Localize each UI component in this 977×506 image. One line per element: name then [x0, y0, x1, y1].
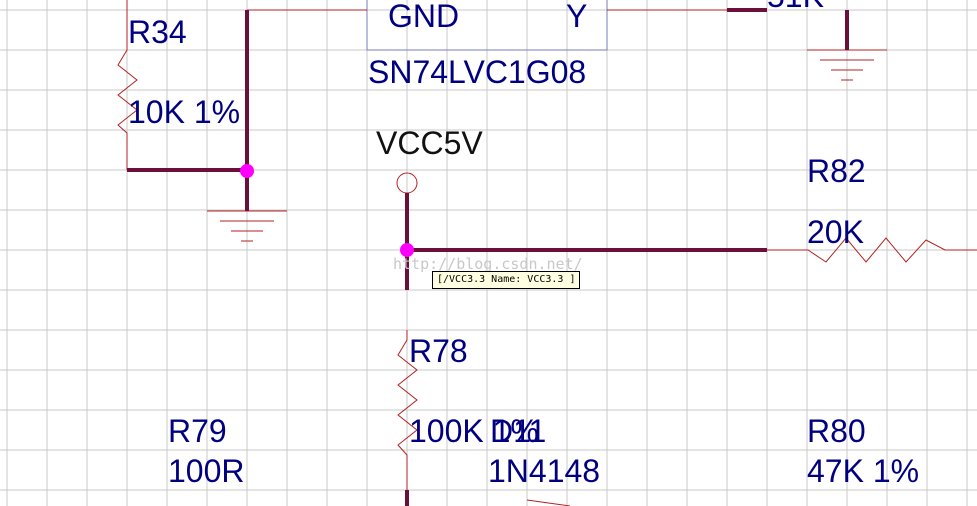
chip-body[interactable]	[366, 0, 608, 51]
r34-value[interactable]: 10K 1%	[128, 94, 241, 130]
chip-part-number[interactable]: SN74LVC1G08	[368, 54, 587, 90]
r78-resistor-symbol[interactable]	[397, 330, 418, 506]
r82-value[interactable]: 20K	[807, 214, 864, 250]
r79-designator[interactable]: R79	[168, 413, 227, 449]
r80-designator[interactable]: R80	[807, 413, 866, 449]
r80-value[interactable]: 47K 1%	[807, 453, 920, 489]
chip-pin-y[interactable]: Y	[566, 0, 588, 34]
junction-dot-vcc[interactable]	[400, 243, 414, 257]
diode-symbol-edge	[526, 499, 571, 506]
vcc5v-net-label[interactable]: VCC5V	[376, 125, 483, 161]
r78-value[interactable]: 100K 1%	[409, 413, 539, 449]
r82-designator[interactable]: R82	[807, 153, 866, 189]
chip-pin-gnd[interactable]: GND	[388, 0, 460, 34]
r34-resistor-symbol[interactable]	[117, 0, 138, 170]
d11-part-number[interactable]: 1N4148	[488, 453, 601, 489]
r78-designator[interactable]: R78	[409, 333, 468, 369]
component-graphics	[117, 0, 977, 506]
net-tooltip: [/VCC3.3 Name: VCC3.3 ]	[432, 271, 581, 289]
r34-designator[interactable]: R34	[128, 14, 187, 50]
r82-resistor-symbol[interactable]	[767, 237, 977, 263]
d11-designator-overlap[interactable]: D11	[490, 413, 547, 449]
junction-dots[interactable]	[240, 164, 414, 257]
watermark: http://blog.csdn.net/	[393, 255, 583, 273]
wires[interactable]	[127, 8, 849, 506]
junction-dot-r34[interactable]	[240, 164, 254, 178]
r79-value[interactable]: 100R	[168, 453, 245, 489]
cut-off-resistor-value[interactable]: 51K	[767, 0, 824, 12]
